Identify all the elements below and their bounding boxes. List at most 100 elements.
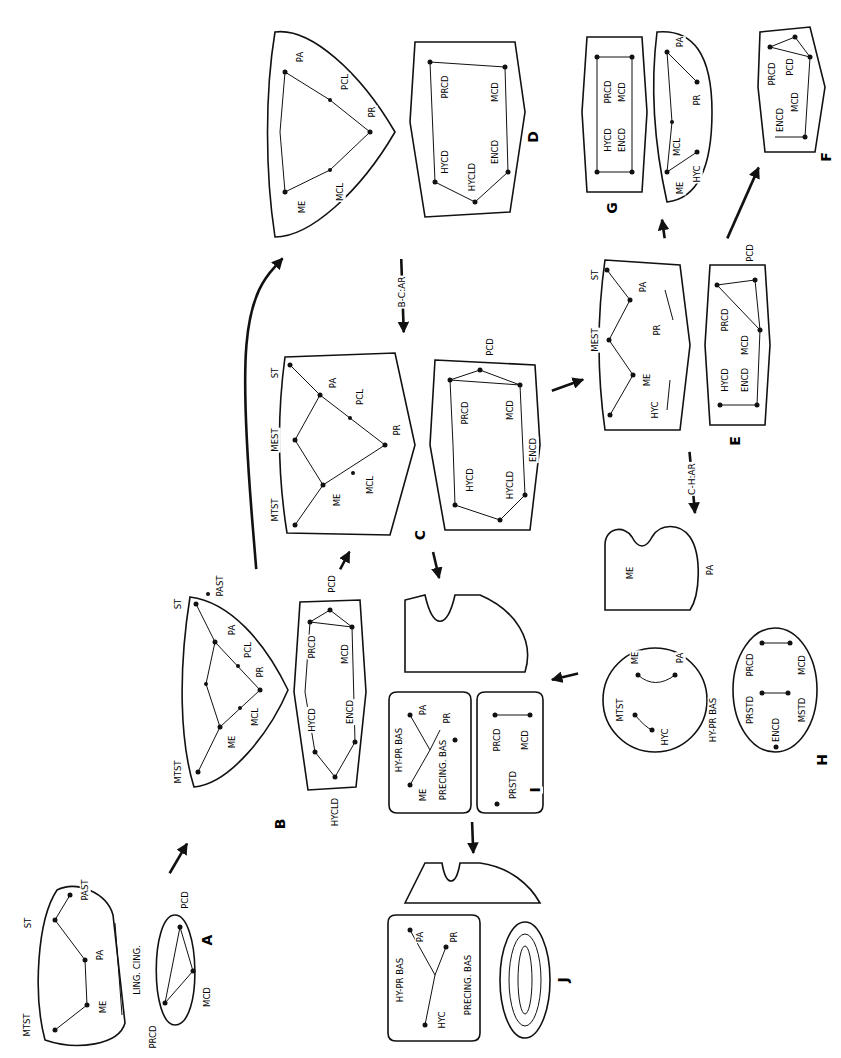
cusp-label: ME: [98, 1000, 109, 1015]
cusp-label: PRCD: [307, 634, 318, 659]
stage-letter: A: [199, 934, 215, 947]
evolution-arrow: [472, 822, 473, 853]
tooth-stage: CSTPAPCLPRMESTMEMCLMTSTPRCDPCDMCDHYCDHYC…: [265, 334, 550, 550]
cusp-label: PR: [692, 93, 703, 106]
stage-letter: F: [818, 151, 834, 163]
cusp-label: PCD: [327, 574, 338, 594]
cusp-label: ST: [270, 367, 281, 380]
stage-drawing: [38, 887, 195, 1046]
tooth-stage: JPAPRPRECING. BASHY-PR BASHYC: [380, 855, 574, 1050]
evolution-arrow: [340, 552, 349, 570]
cusp-label: MEST: [590, 327, 601, 352]
cusp-label: PRCD: [720, 307, 731, 332]
cusp-label: PAST: [215, 574, 226, 597]
cusp-label: PCD: [785, 57, 796, 77]
arrow-label: B-C:AR: [397, 275, 408, 308]
cusp-label: PR: [392, 423, 403, 436]
cusp-label: HYCLD: [505, 470, 516, 500]
cusp-label: PCL: [340, 73, 351, 91]
cusp-label: ST: [173, 598, 184, 611]
stage-drawing: [582, 32, 712, 202]
tooth-stage: HMEPAMEPAMTSTHYCHY-PR BASPRCDMCDPRSTDMST…: [580, 515, 833, 770]
cusp-label: PRECING. BAS: [463, 954, 474, 1016]
cusp-label: MCD: [340, 643, 351, 665]
cusp-label: ENCD: [617, 127, 628, 153]
cusp-label: ENCD: [771, 717, 782, 743]
cusp-label: PA: [675, 652, 686, 664]
cusp-label: MTST: [270, 497, 281, 522]
cusp-label: HYCD: [720, 367, 731, 393]
cusp-label: PCD: [180, 890, 191, 910]
cusp-label: MCL: [250, 707, 261, 727]
cusp-label: HY-PR BAS: [394, 727, 405, 773]
cusp-label: PCD: [485, 337, 496, 357]
evolution-arrow: [662, 220, 665, 238]
cusp-label: PCL: [355, 388, 366, 406]
cusp-label: ENCD: [528, 437, 539, 463]
stage-letter: G: [604, 201, 620, 215]
stage-letter: E: [727, 435, 743, 447]
cusp-label: HYC: [660, 727, 671, 746]
tooth-stage: E ST PA MEST ME PR HYC PRCD PCD MCD HYCD ENCD: [585, 240, 775, 450]
cusp-label: ME: [625, 566, 636, 581]
tooth-stage: IPRECING. BASPRPAMEHY-PR BASPRCDMCDPRSTD: [385, 580, 550, 820]
cusp-label: HYC: [692, 164, 703, 183]
tooth-stage: GPRCDMCDHYCDENCDPAPRMCLHYCME: [572, 12, 722, 218]
cusp-label: HYCLD: [330, 797, 341, 827]
stage-letter: J: [555, 976, 571, 983]
cusp-label: ENCD: [740, 367, 751, 393]
cusp-label: MSTD: [797, 697, 808, 723]
arrow-label: C-H:AR: [686, 463, 697, 497]
cusp-label: MCD: [740, 334, 751, 356]
stage-drawing: [599, 260, 770, 430]
cusp-label: ME: [332, 493, 343, 508]
cusp-label: HY-PR BAS: [395, 957, 406, 1003]
cusp-label: MCD: [490, 81, 501, 103]
stage-drawing: [603, 527, 817, 753]
stage-drawing: [758, 27, 825, 152]
cusp-label: PA: [418, 704, 429, 716]
cusp-label: LING. CING.: [132, 944, 143, 996]
cusp-label: PA: [638, 281, 649, 293]
cusp-label: PA: [328, 377, 339, 389]
cusp-label: PCD: [745, 243, 756, 263]
cusp-label: ENCD: [775, 107, 786, 133]
cusp-label: HYCD: [307, 707, 318, 733]
cusp-label: PA: [675, 36, 686, 48]
cusp-label: PRCD: [148, 1024, 159, 1049]
stage-drawing: [388, 863, 550, 1041]
evolution-arrow: [727, 168, 758, 239]
cusp-label: MCD: [617, 81, 628, 103]
cusp-label: PR: [449, 930, 460, 943]
cusp-label: MCL: [365, 475, 376, 495]
cusp-label: HYCD: [603, 127, 614, 153]
cusp-label: HYC: [650, 400, 661, 419]
cusp-label: HYCLD: [467, 162, 478, 192]
cusp-label: ME: [642, 373, 653, 388]
evolution-arrow: [552, 673, 578, 679]
cusp-label: PA: [415, 931, 426, 943]
tooth-stage: BSTPASTPAPCLPRMEMTSTMCLPRCDPCDMCDHYCDHYC…: [160, 571, 375, 842]
tooth-stage: AMTSTSTPASTPAMELING. CING.PRCDPCDMCD: [15, 875, 218, 1053]
cusp-label: ME: [675, 181, 686, 196]
cusp-label: PCL: [243, 641, 254, 659]
cusp-label: PR: [442, 711, 453, 724]
stage-letter: B: [272, 818, 288, 831]
cusp-label: PRSTD: [508, 770, 519, 800]
cusp-label: ME: [297, 200, 308, 215]
cusp-label: MTST: [173, 759, 184, 784]
stage-letter: I: [527, 786, 543, 793]
tooth-stage: DPAPCLPRMEMCLPRCDMCDHYCDHYCLDENCD: [250, 12, 544, 257]
cusp-label: PA: [227, 624, 238, 636]
evolution-arrow: [433, 552, 439, 578]
cusp-label: PRECING. BAS: [438, 739, 449, 801]
cusp-label: ST: [590, 269, 601, 282]
evolution-arrow: [170, 844, 187, 874]
cusp-label: PA: [295, 51, 306, 63]
stage-letter: C: [412, 529, 428, 541]
cusp-label: PR: [652, 323, 663, 336]
cusp-label: PRCD: [440, 74, 451, 99]
cusp-label: MEST: [270, 427, 281, 452]
stage-drawing: [182, 592, 366, 790]
cusp-label: MCD: [790, 91, 801, 113]
